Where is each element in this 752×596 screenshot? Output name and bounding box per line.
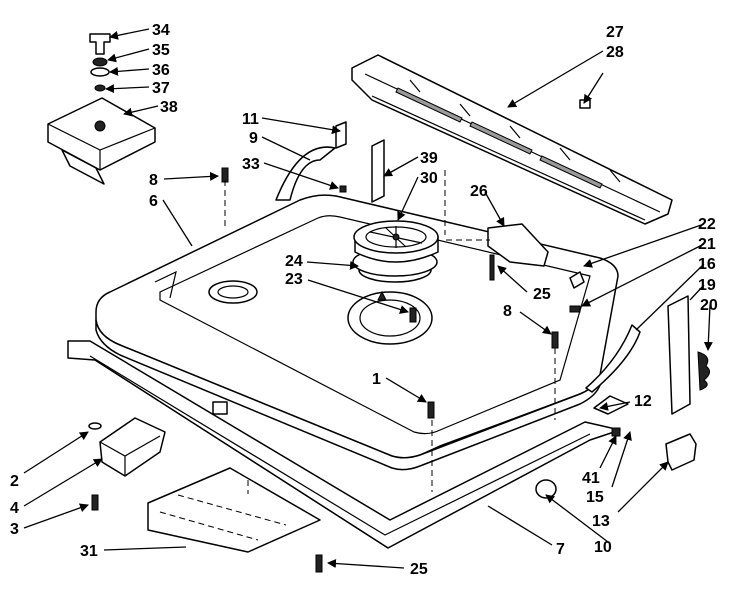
callout-27: 27 xyxy=(606,24,624,41)
callout-25-bottom: 25 xyxy=(410,561,428,578)
callout-31: 31 xyxy=(80,543,98,560)
control-module xyxy=(47,33,156,185)
callout-26: 26 xyxy=(470,183,488,200)
callout-12: 12 xyxy=(634,393,652,410)
callout-4: 4 xyxy=(10,500,19,517)
callout-16: 16 xyxy=(698,256,716,273)
callout-34: 34 xyxy=(152,22,170,39)
assembly-lines xyxy=(224,170,556,494)
callout-labels: 34 35 36 37 38 11 9 33 8 6 39 30 27 28 2… xyxy=(10,22,718,578)
callout-2: 2 xyxy=(10,473,19,490)
callout-22: 22 xyxy=(698,216,716,233)
callout-10: 10 xyxy=(594,539,612,556)
callout-36: 36 xyxy=(152,62,170,79)
callout-13: 13 xyxy=(592,513,610,530)
callout-15: 15 xyxy=(586,489,604,506)
callout-1: 1 xyxy=(372,371,381,388)
bottom-shield xyxy=(147,467,323,573)
callout-28: 28 xyxy=(606,44,624,61)
callout-19: 19 xyxy=(698,277,716,294)
callout-30: 30 xyxy=(420,170,438,187)
callout-11: 11 xyxy=(242,111,259,128)
callout-41: 41 xyxy=(582,470,600,487)
callout-6: 6 xyxy=(149,193,158,210)
callout-24: 24 xyxy=(285,253,303,270)
callout-8-right: 8 xyxy=(503,303,512,320)
callout-25-mid: 25 xyxy=(533,286,551,303)
callout-9: 9 xyxy=(249,130,258,147)
callout-7: 7 xyxy=(556,541,565,558)
callout-39: 39 xyxy=(420,150,438,167)
callout-37: 37 xyxy=(152,80,170,97)
burner-assembly xyxy=(352,220,439,323)
callout-20: 20 xyxy=(700,297,718,314)
small-parts xyxy=(221,121,710,499)
vent-trim xyxy=(351,54,673,225)
callout-8-top: 8 xyxy=(149,172,158,189)
callout-23: 23 xyxy=(285,271,303,288)
callout-3: 3 xyxy=(10,521,19,538)
base-frame xyxy=(67,340,621,549)
callout-21: 21 xyxy=(698,236,716,253)
callout-38: 38 xyxy=(160,99,178,116)
callout-35: 35 xyxy=(152,42,170,59)
callout-33: 33 xyxy=(242,156,260,173)
leader-lines xyxy=(23,28,713,569)
left-bracket xyxy=(88,417,166,511)
